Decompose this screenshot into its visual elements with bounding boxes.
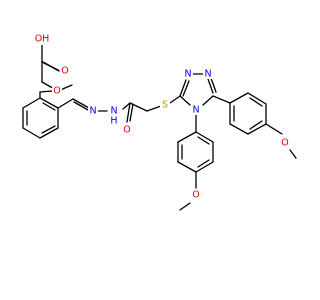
atom-label-layer: OH O O N N H O S N N N O O xyxy=(34,33,290,201)
atom-triazole-n4: N xyxy=(192,105,199,116)
atom-triazole-n2: N xyxy=(204,69,211,80)
molecule-structure: OH O O N N H O S N N N O O xyxy=(22,33,297,211)
atom-ether-o: O xyxy=(53,86,60,97)
atom-acid-carbonyl-o: O xyxy=(61,66,68,77)
atom-imine-n: N xyxy=(89,106,96,117)
atom-thioether-s: S xyxy=(162,100,168,111)
atom-triazole-n1: N xyxy=(184,69,191,80)
atom-methoxy-o-right: O xyxy=(281,138,288,149)
atom-hydrazone-n: N xyxy=(110,106,117,117)
atom-methoxy-o-bottom: O xyxy=(192,190,199,201)
atom-acid-oh: OH xyxy=(35,34,50,45)
atom-amide-o: O xyxy=(123,125,130,136)
atom-hydrazone-h: H xyxy=(110,116,117,127)
